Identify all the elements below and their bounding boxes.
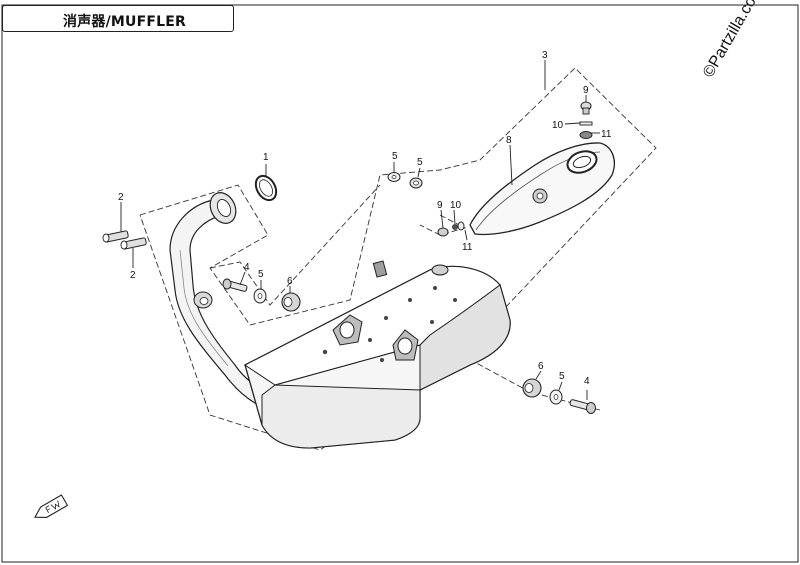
callout-3: 3 [542, 50, 548, 61]
callout-5-upper-b: 5 [417, 157, 423, 168]
washer-10-side [452, 224, 458, 230]
gasket-ring-inner [259, 179, 273, 197]
callout-8: 8 [506, 135, 512, 146]
drawing-frame [1, 4, 799, 563]
callout-11-side: 11 [462, 242, 473, 253]
screw-9-side [437, 227, 449, 237]
muffler-mount-right [392, 329, 419, 361]
pipe-bracket-hole [199, 297, 209, 305]
nut-11-top [579, 131, 593, 139]
callout-9-side: 9 [437, 200, 443, 211]
callout-2b: 2 [130, 270, 136, 281]
muffler-tip [431, 264, 449, 276]
washer-5-right-hole [553, 394, 559, 400]
callout-6-left: 6 [287, 276, 293, 287]
grommet-6-left [281, 292, 301, 312]
muffler-tab [372, 260, 388, 278]
leader-lines [120, 60, 600, 400]
callout-9-top: 9 [583, 85, 589, 96]
heat-shield-opening [566, 150, 598, 174]
stud-lower [120, 237, 147, 250]
callout-10-side: 10 [450, 200, 462, 211]
callout-2a: 2 [118, 192, 124, 203]
fwd-arrow-icon [34, 494, 69, 518]
title-box: 消声器/MUFFLER [2, 5, 234, 32]
muffler-mount-left [332, 314, 363, 346]
callout-11-top: 11 [601, 129, 612, 140]
pipe-flange-inner [216, 199, 232, 217]
bolt-4-right [569, 399, 596, 414]
washer-5-upper-b-hole [413, 180, 419, 186]
callout-5-left: 5 [258, 269, 264, 280]
gasket-ring [254, 174, 278, 202]
callout-4-right: 4 [584, 376, 590, 387]
screw-9-top [580, 101, 592, 115]
heat-shield-bolt-hole-inner [536, 192, 544, 200]
grommet-6-right [522, 378, 542, 398]
callout-labels: 1 2 2 3 4 4 5 5 5 5 6 6 8 9 9 10 10 11 1… [118, 50, 612, 387]
heat-shield-outline-dashed [419, 214, 467, 236]
callout-5-upper-a: 5 [392, 151, 398, 162]
stud-upper [102, 230, 129, 243]
nut-11-side [457, 221, 465, 231]
callout-5-right: 5 [559, 371, 565, 382]
callout-4-left: 4 [244, 262, 250, 273]
diagram-title: 消声器/MUFFLER [63, 14, 187, 30]
muffler-end-shade [419, 284, 511, 391]
exhaust-pipe-highlight [179, 249, 229, 367]
mount-outline-dashed [209, 184, 381, 306]
washer-5-upper-a-hole [391, 175, 397, 179]
muffler-surface-holes [322, 286, 457, 362]
washer-5-left-hole [257, 293, 263, 299]
bolt-4-left [222, 278, 248, 292]
callout-1: 1 [263, 152, 269, 163]
callout-10-top: 10 [552, 120, 564, 131]
washer-10-top [579, 121, 593, 126]
muffler-front-face [261, 384, 421, 449]
heat-shield-opening-inner [572, 155, 592, 169]
callout-6-right: 6 [538, 361, 544, 372]
